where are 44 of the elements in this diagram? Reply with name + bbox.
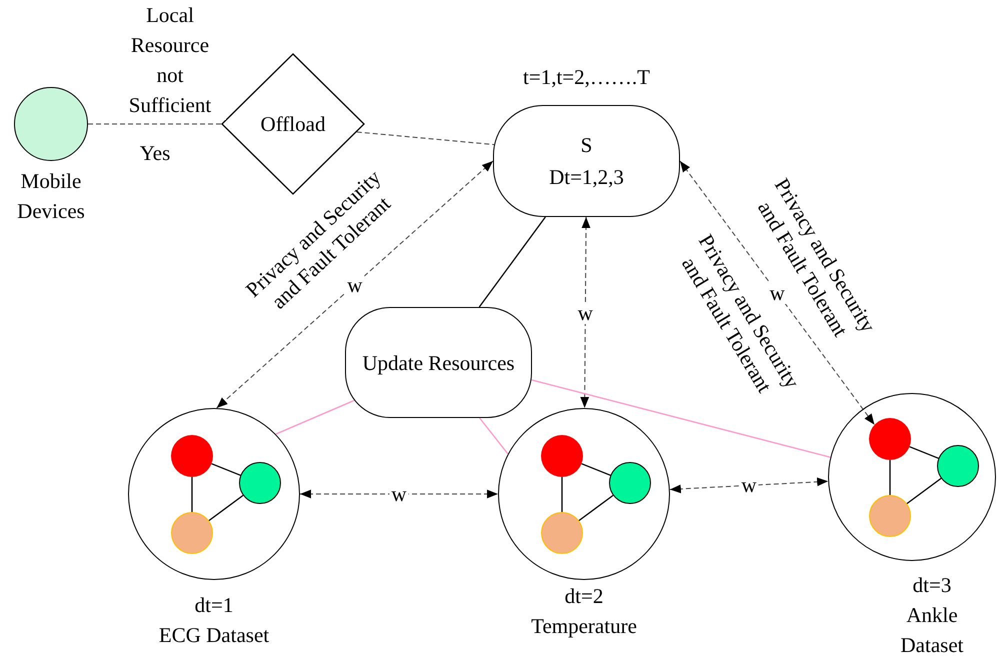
connector-line: [356, 132, 495, 146]
time-label: t=1,t=2,…….T: [522, 64, 651, 91]
arrow: [580, 216, 590, 408]
arrow: [680, 160, 875, 426]
node-label: ECG Dataset: [158, 622, 270, 649]
connector-line: [479, 418, 508, 454]
node-label: Mobile Devices: [16, 168, 86, 225]
node-label: Dt=1,2,3: [549, 164, 624, 191]
node-circle: [541, 435, 583, 477]
arrow: [300, 490, 498, 498]
node-circle: [937, 445, 979, 487]
node-circle: [239, 462, 281, 504]
edge-label: w: [768, 282, 787, 304]
condition-label: Yes: [138, 140, 172, 166]
process-box: [345, 307, 532, 418]
connector-line: [478, 216, 546, 308]
connector-line: [581, 463, 611, 476]
arrow: [216, 160, 494, 408]
node-circle: [171, 512, 213, 554]
connector-line: [208, 494, 244, 522]
node-label: Temperature: [530, 613, 638, 640]
connector-line: [889, 460, 891, 495]
connector-line: [275, 400, 355, 435]
node-circle: [541, 512, 583, 554]
node-label: dt=2: [564, 583, 604, 610]
edge-label: w: [345, 274, 364, 296]
node-circle: [609, 462, 651, 504]
arrow: [669, 477, 829, 494]
node-label: dt=1: [194, 592, 234, 619]
connector-line: [561, 477, 563, 512]
node-circle: [869, 495, 911, 537]
node-label: dt=3: [912, 572, 952, 599]
node-label: Ankle Dataset: [900, 602, 964, 659]
connector-line: [906, 478, 942, 504]
connector-line: [909, 446, 939, 459]
node-label: S: [580, 132, 592, 159]
connector-line: [211, 463, 241, 476]
node-circle: [171, 435, 213, 477]
connector-line: [578, 494, 614, 522]
node-label: Update Resources: [362, 350, 515, 376]
node-label: Offload: [260, 112, 326, 136]
node-circle: [869, 418, 911, 460]
connector-line: [531, 379, 831, 458]
connector-line: [191, 477, 193, 512]
